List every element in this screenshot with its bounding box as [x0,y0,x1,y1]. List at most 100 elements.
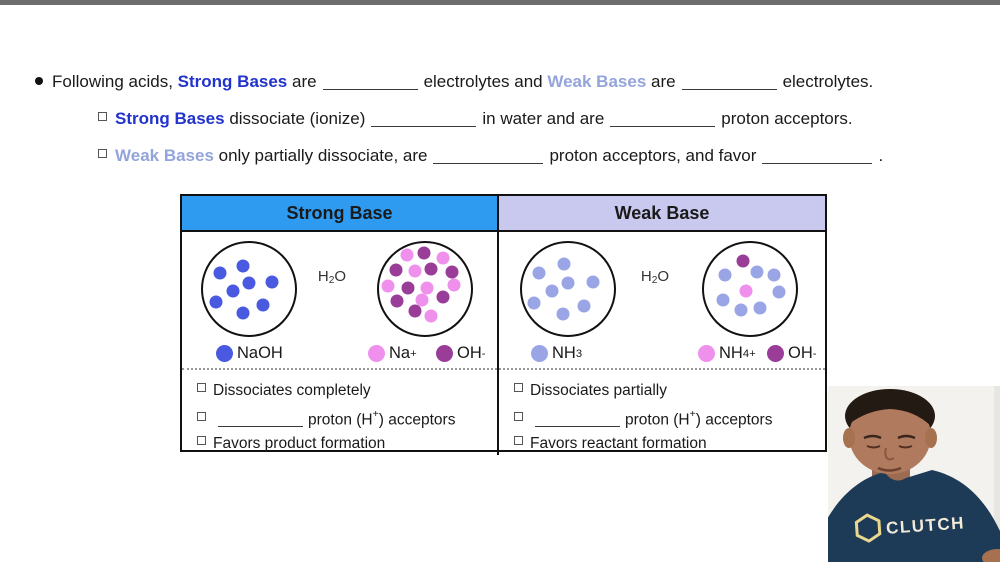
intro-3-text: proton acceptors, and favor [549,146,757,165]
particle-dot [265,275,279,289]
particle-dot [424,309,438,323]
square-bullet-icon [197,412,206,422]
top-divider-bar [0,0,1000,5]
intro-1-text: electrolytes. [782,72,874,91]
weak-bases-term: Weak Bases [547,72,647,91]
legend-na-ion: Na+ [368,344,417,363]
intro-1-text: Following acids, [52,72,178,91]
particle-dot [532,266,546,280]
particle-dot [577,299,591,313]
property-item: proton (H+) acceptors [514,403,825,432]
particle-dot [389,263,403,277]
particle-dot [226,284,240,298]
legend-oh-ion: OH- [767,344,817,363]
particle-dot [586,275,600,289]
particle-dot [236,306,250,320]
fill-in-blank [681,76,777,90]
particle-dot [750,265,764,279]
face [849,398,931,474]
particle-dot [561,276,575,290]
property-item: proton (H+) acceptors [197,403,497,432]
na-ion-dot-icon [368,345,385,362]
nh3-dot-icon [531,345,548,362]
square-bullet-icon [514,383,523,392]
h2o-label: H2O [317,268,347,286]
particle-dot [772,285,786,299]
fill-in-blank [762,150,873,164]
strong-base-column: H2O NaOH Na+ OH- Dissociates completely … [182,232,499,456]
fill-in-blank [433,150,544,164]
bullet-dot-icon [35,77,43,85]
particle-dot [716,293,730,307]
nh4-oh-ions-circle [702,241,798,337]
particle-dot [736,254,750,268]
square-bullet-icon [514,435,523,445]
intro-3-text: . [878,146,884,165]
particle-dot [415,293,429,307]
intro-1-text: electrolytes and [423,72,548,91]
table-body: H2O NaOH Na+ OH- Dissociates completely … [182,232,825,456]
intro-2-text: in water and are [482,109,605,128]
fill-in-blank [322,76,418,90]
weak-base-properties: Dissociates partially proton (H+) accept… [499,370,825,455]
particle-dot [236,259,250,273]
weak-bases-term: Weak Bases [115,146,214,165]
strong-base-properties: Dissociates completely proton (H+) accep… [182,370,497,455]
nh4-ion-dot-icon [698,345,715,362]
particle-dot [447,278,461,292]
property-item: Favors product formation [197,432,497,456]
na-oh-ions-circle [377,241,473,337]
particle-dot [390,294,404,308]
particle-dot [401,281,415,295]
particle-dot [424,262,438,276]
particle-dot [408,304,422,318]
fill-in-blank [535,415,620,428]
particle-dot [556,307,570,321]
particle-dot [420,281,434,295]
square-bullet-icon [197,435,206,445]
property-item: Dissociates completely [197,379,497,403]
particle-dot [545,284,559,298]
intro-line-2: Strong Bases dissociate (ionize) in water… [98,109,985,129]
particle-dot [436,290,450,304]
particle-dot [209,295,223,309]
hexagon-logo-icon [854,513,882,543]
naoh-particle-circle [201,241,297,337]
square-bullet-icon [514,412,523,422]
intro-3-text: only partially dissociate, are [213,146,428,165]
particle-dot [739,284,753,298]
particle-dot [256,298,270,312]
property-item: Favors reactant formation [514,432,825,456]
legend-naoh: NaOH [216,344,283,363]
property-item: Dissociates partially [514,379,825,403]
oh-ion-dot-icon [436,345,453,362]
particle-dot [734,303,748,317]
naoh-dot-icon [216,345,233,362]
particle-dot [400,248,414,262]
particle-dot [213,266,227,280]
strong-bases-term: Strong Bases [177,72,288,91]
nh3-particle-circle [520,241,616,337]
particle-dot [718,268,732,282]
fill-in-blank [218,415,303,428]
particle-dot [242,276,256,290]
intro-line-3: Weak Bases only partially dissociate, ar… [98,146,985,166]
intro-2-text: dissociate (ionize) [224,109,366,128]
h2o-label: H2O [640,268,670,286]
strong-bases-term: Strong Bases [115,109,225,128]
particle-dot [767,268,781,282]
fill-in-blank [610,113,716,127]
instructor-illustration: CLUTCH [818,386,1000,562]
particle-dot [445,265,459,279]
particle-dot [527,296,541,310]
weak-base-header: Weak Base [499,196,825,230]
particle-dot [557,257,571,271]
particle-dot [753,301,767,315]
square-bullet-icon [197,383,206,392]
